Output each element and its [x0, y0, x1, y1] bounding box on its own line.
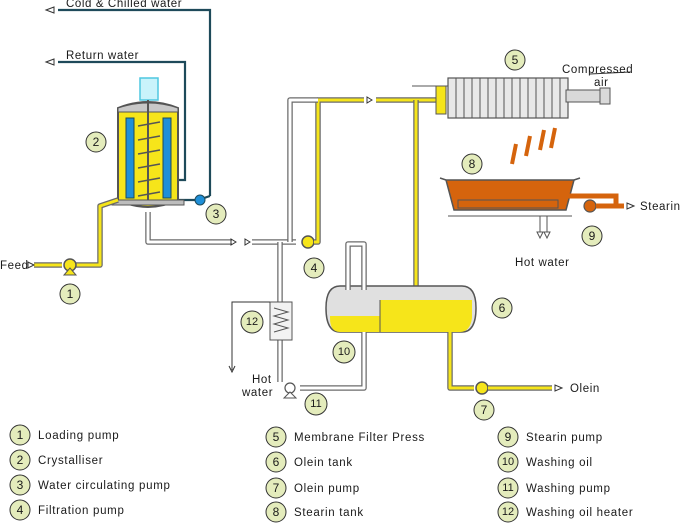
feed-line: Feed — [0, 197, 119, 276]
svg-text:10: 10 — [502, 456, 514, 468]
compressed-air-label-1: Compressed — [562, 64, 633, 76]
compressed-air-label-2: air — [594, 77, 609, 89]
hot-water-heater-label-1: Hot — [252, 374, 272, 386]
hot-water-heater-label-2: water — [241, 387, 273, 399]
svg-text:6: 6 — [499, 301, 506, 315]
marker-3 — [205, 203, 227, 225]
svg-text:7: 7 — [273, 481, 280, 495]
membrane-filter-press: Compressed air — [412, 64, 633, 290]
svg-text:5: 5 — [512, 53, 519, 67]
marker-7 — [473, 399, 495, 421]
legend-label-4: Filtration pump — [38, 505, 125, 517]
diagram-markers: 1 2 3 4 5 6 7 8 9 10 11 12 — [59, 49, 603, 421]
filtration-pump-icon — [301, 235, 315, 249]
stearin-tank: Hot water Stearin — [439, 177, 681, 269]
cold-chilled-water-line: Cold & Chilled water — [44, 0, 212, 196]
svg-text:5: 5 — [273, 430, 280, 444]
svg-text:2: 2 — [17, 453, 24, 467]
stearin-pump-icon — [583, 199, 597, 213]
legend: 1 Loading pump 2 Crystalliser 3 Water ci… — [9, 424, 633, 523]
legend-label-5: Membrane Filter Press — [294, 432, 425, 444]
svg-text:3: 3 — [17, 478, 24, 492]
marker-10 — [332, 340, 356, 364]
legend-label-9: Stearin pump — [526, 432, 603, 444]
marker-4 — [303, 257, 325, 279]
cooling-coil-left — [125, 117, 135, 199]
svg-text:4: 4 — [17, 503, 24, 517]
stearin-cakes — [510, 127, 557, 165]
agitator-motor-icon — [139, 77, 159, 101]
legend-label-7: Olein pump — [294, 483, 360, 495]
legend-marker-5 — [265, 426, 287, 448]
svg-text:6: 6 — [273, 455, 280, 469]
marker-12 — [240, 310, 264, 334]
svg-text:4: 4 — [311, 261, 318, 275]
legend-marker-1 — [9, 424, 31, 446]
svg-text:8: 8 — [469, 157, 476, 171]
legend-label-1: Loading pump — [38, 430, 119, 442]
svg-text:11: 11 — [310, 398, 321, 410]
stearin-out-label: Stearin — [640, 201, 681, 213]
legend-label-11: Washing pump — [526, 483, 611, 495]
washing-oil-heater: Hot water — [228, 242, 298, 399]
legend-marker-8 — [265, 501, 287, 523]
marker-9 — [581, 225, 603, 247]
legend-marker-6 — [265, 451, 287, 473]
marker-2 — [85, 131, 107, 153]
water-circulating-pump-icon — [194, 194, 206, 206]
crystalliser-water-connections — [178, 90, 211, 206]
svg-text:9: 9 — [505, 430, 512, 444]
legend-marker-9 — [497, 426, 519, 448]
svg-text:12: 12 — [502, 506, 514, 518]
svg-text:1: 1 — [17, 428, 24, 442]
legend-marker-10 — [497, 451, 519, 473]
filtration-line — [287, 96, 438, 249]
crystalliser — [111, 77, 185, 208]
svg-text:3: 3 — [213, 207, 220, 221]
legend-label-3: Water circulating pump — [38, 480, 171, 492]
svg-text:9: 9 — [589, 229, 596, 243]
svg-text:10: 10 — [338, 346, 350, 358]
legend-marker-3 — [9, 474, 31, 496]
marker-6 — [491, 297, 513, 319]
marker-1 — [59, 283, 81, 305]
legend-marker-12 — [497, 501, 519, 523]
cold-chilled-water-label: Cold & Chilled water — [66, 0, 182, 10]
feed-label: Feed — [0, 260, 29, 272]
legend-label-6: Olein tank — [294, 457, 353, 469]
svg-text:7: 7 — [481, 403, 488, 417]
legend-label-10: Washing oil — [526, 457, 593, 469]
olein-out-label: Olein — [570, 383, 600, 395]
olein-tank: Olein — [300, 241, 600, 395]
return-water-line: Return water — [44, 50, 187, 90]
legend-label-2: Crystalliser — [38, 455, 103, 467]
marker-11 — [304, 392, 328, 416]
svg-text:1: 1 — [67, 287, 74, 301]
marker-8 — [461, 153, 483, 175]
hot-water-tank-label: Hot water — [515, 257, 570, 269]
return-water-label: Return water — [66, 50, 139, 62]
svg-text:11: 11 — [502, 482, 513, 494]
legend-marker-11 — [497, 477, 519, 499]
cooling-coil-right — [162, 117, 172, 199]
legend-marker-2 — [9, 449, 31, 471]
svg-text:8: 8 — [273, 505, 280, 519]
svg-text:12: 12 — [246, 316, 258, 328]
legend-marker-7 — [265, 477, 287, 499]
olein-pump-icon — [475, 381, 489, 395]
marker-5 — [504, 49, 526, 71]
legend-marker-4 — [9, 499, 31, 521]
svg-text:2: 2 — [93, 135, 100, 149]
legend-label-8: Stearin tank — [294, 507, 364, 519]
legend-label-12: Washing oil heater — [526, 507, 633, 519]
